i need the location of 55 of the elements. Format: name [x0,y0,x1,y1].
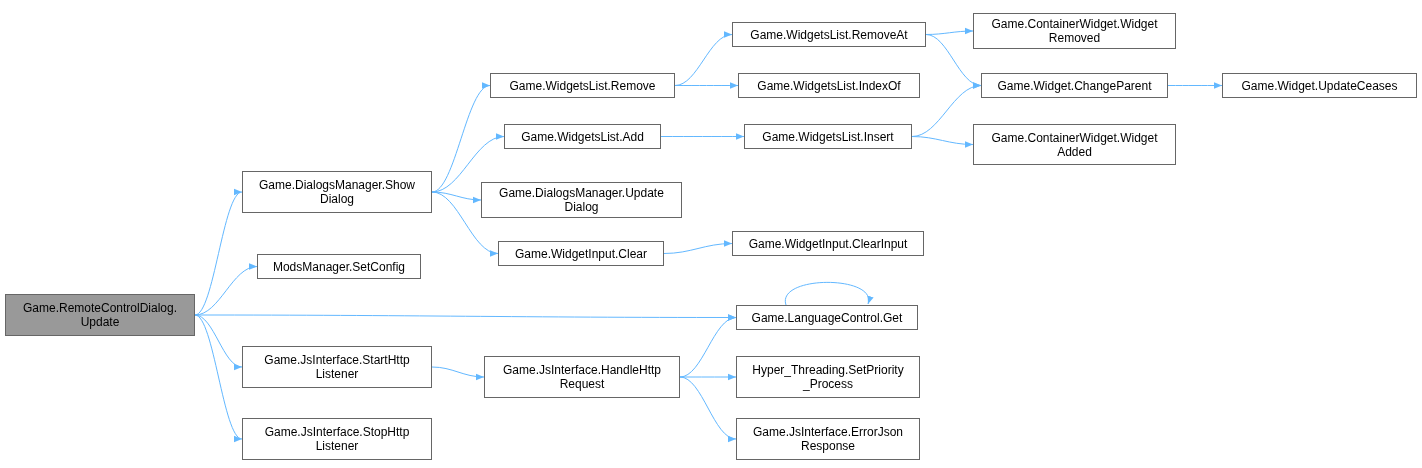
arrow [785,281,872,306]
arrow [431,191,499,256]
function-box [242,418,432,460]
function-box [481,182,682,218]
function-box [257,254,421,279]
function-box [484,356,680,398]
function-name: Game.WidgetsList.Remove [509,78,656,93]
function-box [1222,73,1417,98]
function-name: Game.JsInterface.StopHttp Listener [263,425,411,453]
arrow [674,82,739,89]
function-box [732,22,926,47]
function-name: Game.WidgetsList.IndexOf [757,78,901,93]
function-box [242,171,432,213]
function-name: Game.WidgetsList.Add [521,129,644,144]
function-box [242,346,432,388]
function-box [736,418,920,460]
function-box [736,305,918,330]
arrow [663,240,733,254]
function-name: Game.DialogsManager.Show Dialog [257,178,417,206]
arrow [431,366,485,380]
arrow [194,264,258,316]
function-box [732,231,924,256]
function-name: Game.WidgetsList.Insert [762,129,894,144]
function-box [973,13,1176,49]
function-name: Game.ContainerWidget.Widget Added [990,130,1159,159]
function-box [498,241,664,266]
function-name: Game.WidgetInput.Clear [514,246,648,261]
function-name: Game.Widget.UpdateCeases [1241,78,1398,93]
function-name: Game.JsInterface.StartHttp Listener [263,353,411,381]
function-name: ModsManager.SetConfig [272,259,406,274]
function-name: Game.ContainerWidget.Widget Removed [990,17,1159,45]
function-name: Game.JsInterface.HandleHttp Request [501,363,663,391]
arrow [911,136,974,148]
function-name: Game.Widget.ChangeParent [997,78,1152,93]
arrow [431,134,505,193]
function-name: Game.RemoteControlDialog. Update [21,301,179,329]
function-box [504,124,661,149]
function-name: Game.WidgetsList.RemoveAt [750,27,908,42]
function-box [490,73,675,98]
function-box [5,294,195,336]
function-box [744,124,912,149]
arrow [1167,82,1223,89]
function-name: Game.LanguageControl.Get [751,310,903,325]
function-name: Game.DialogsManager.Update Dialog [498,186,665,214]
function-box [981,73,1168,98]
arrow [679,376,737,441]
function-box [973,124,1176,165]
function-box [736,356,920,398]
function-name: Game.JsInterface.ErrorJson Response [751,425,905,453]
function-box [738,73,920,98]
arrow [660,133,745,140]
arrow [194,314,243,440]
function-name: Hyper_Threading.SetPriority _Process [751,363,905,391]
function-name: Game.WidgetInput.ClearInput [748,236,908,251]
arrow [679,316,737,378]
